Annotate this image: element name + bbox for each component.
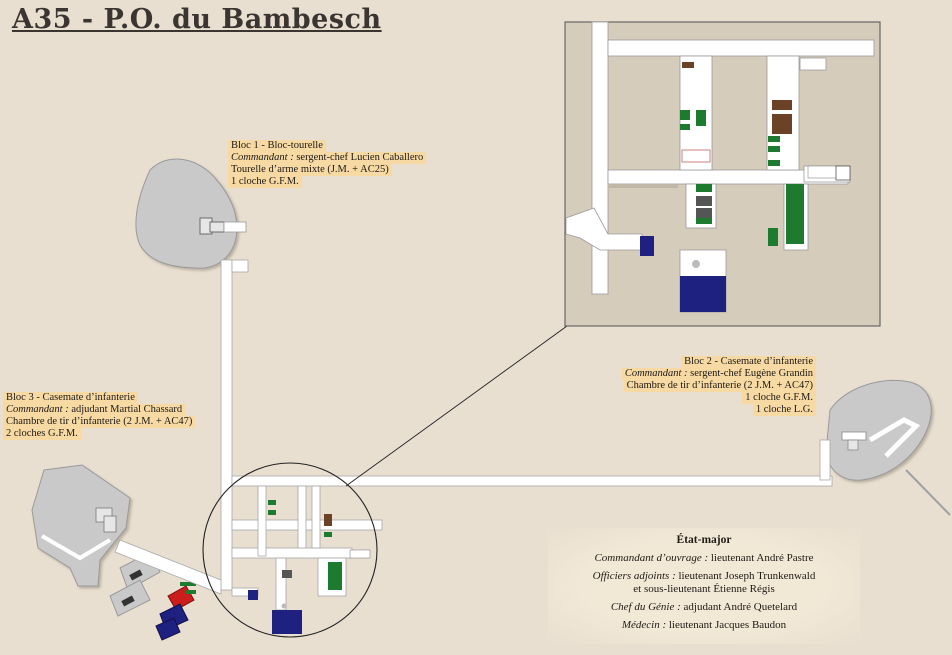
- etat-major-row: Médecin : lieutenant Jacques Baudon: [548, 619, 860, 632]
- bloc1-line3: Tourelle d’arme mixte (J.M. + AC25): [228, 164, 392, 176]
- etat-major-row-value: lieutenant André Pastre: [710, 552, 814, 564]
- etat-major-box: État-major Commandant d’ouvrage : lieute…: [548, 528, 860, 644]
- bloc3-commandant-name: adjudant Martial Chassard: [71, 404, 183, 416]
- etat-major-row: Chef du Génie : adjudant André Quetelard: [548, 601, 860, 614]
- etat-major-row: Commandant d’ouvrage : lieutenant André …: [548, 552, 860, 565]
- bloc2-commandant-label: Commandant :: [624, 368, 688, 379]
- bloc2-line4: 1 cloche G.F.M.: [742, 392, 816, 404]
- bloc2-line3: Chambre de tir d’infanterie (2 J.M. + AC…: [623, 380, 816, 392]
- etat-major-row-value: et sous-lieutenant Étienne Régis: [633, 583, 775, 595]
- etat-major-row-value: adjudant André Quetelard: [683, 601, 798, 613]
- inset-rooms: [640, 62, 851, 312]
- zoom-inset: [564, 21, 881, 327]
- bloc3-interior: [40, 507, 117, 561]
- bloc1-title: Bloc 1 - Bloc-tourelle: [228, 140, 326, 152]
- page-title: A35 - P.O. du Bambesch: [12, 4, 382, 35]
- etat-major-row-value: lieutenant Jacques Baudon: [668, 619, 787, 631]
- etat-major-row-label: Médecin :: [621, 619, 667, 631]
- etat-major-row: Officiers adjoints : lieutenant Joseph T…: [548, 570, 860, 583]
- bloc2-label: Bloc 2 - Casemate d’infanterie Commandan…: [621, 356, 816, 416]
- bloc3-title: Bloc 3 - Casemate d’infanterie: [3, 392, 138, 404]
- small-gallery-rooms: [248, 500, 371, 634]
- bloc1-exit: [223, 221, 247, 233]
- bloc2-access-path: [905, 469, 951, 516]
- bloc2-title: Bloc 2 - Casemate d’infanterie: [681, 356, 816, 368]
- bloc1-commandant-name: sergent-chef Lucien Caballero: [296, 152, 424, 164]
- bloc3-line3: Chambre de tir d’infanterie (2 J.M. + AC…: [3, 416, 196, 428]
- zoom-line-1: [345, 325, 568, 487]
- etat-major-row: et sous-lieutenant Étienne Régis: [548, 583, 860, 596]
- zoom-circle: [202, 462, 378, 638]
- etat-major-row-label: Chef du Génie :: [610, 601, 681, 613]
- bloc2-shape: [825, 379, 932, 481]
- bloc1-turret: [199, 217, 225, 235]
- bloc2-line5: 1 cloche L.G.: [752, 404, 816, 416]
- bloc1-label: Bloc 1 - Bloc-tourelle Commandant : serg…: [228, 140, 427, 188]
- bloc3-commandant-label: Commandant :: [6, 404, 69, 415]
- bloc3-shape: [31, 464, 131, 587]
- bloc3-line4: 2 cloches G.F.M.: [3, 428, 81, 440]
- bloc1-commandant-label: Commandant :: [231, 152, 294, 163]
- etat-major-row-label: Commandant d’ouvrage :: [594, 552, 709, 564]
- bloc1-shape: [135, 158, 238, 269]
- etat-major-row-label: Officiers adjoints :: [592, 570, 676, 582]
- bloc2-commandant-name: sergent-chef Eugène Grandin: [690, 368, 813, 380]
- etat-major-row-value: lieutenant Joseph Trunkenwald: [678, 570, 816, 582]
- bloc2-interior: [841, 417, 921, 458]
- etat-major-heading: État-major: [676, 534, 732, 546]
- bloc3-label: Bloc 3 - Casemate d’infanterie Commandan…: [3, 392, 196, 440]
- galleries: [114, 259, 833, 611]
- bloc1-line4: 1 cloche G.F.M.: [228, 176, 302, 188]
